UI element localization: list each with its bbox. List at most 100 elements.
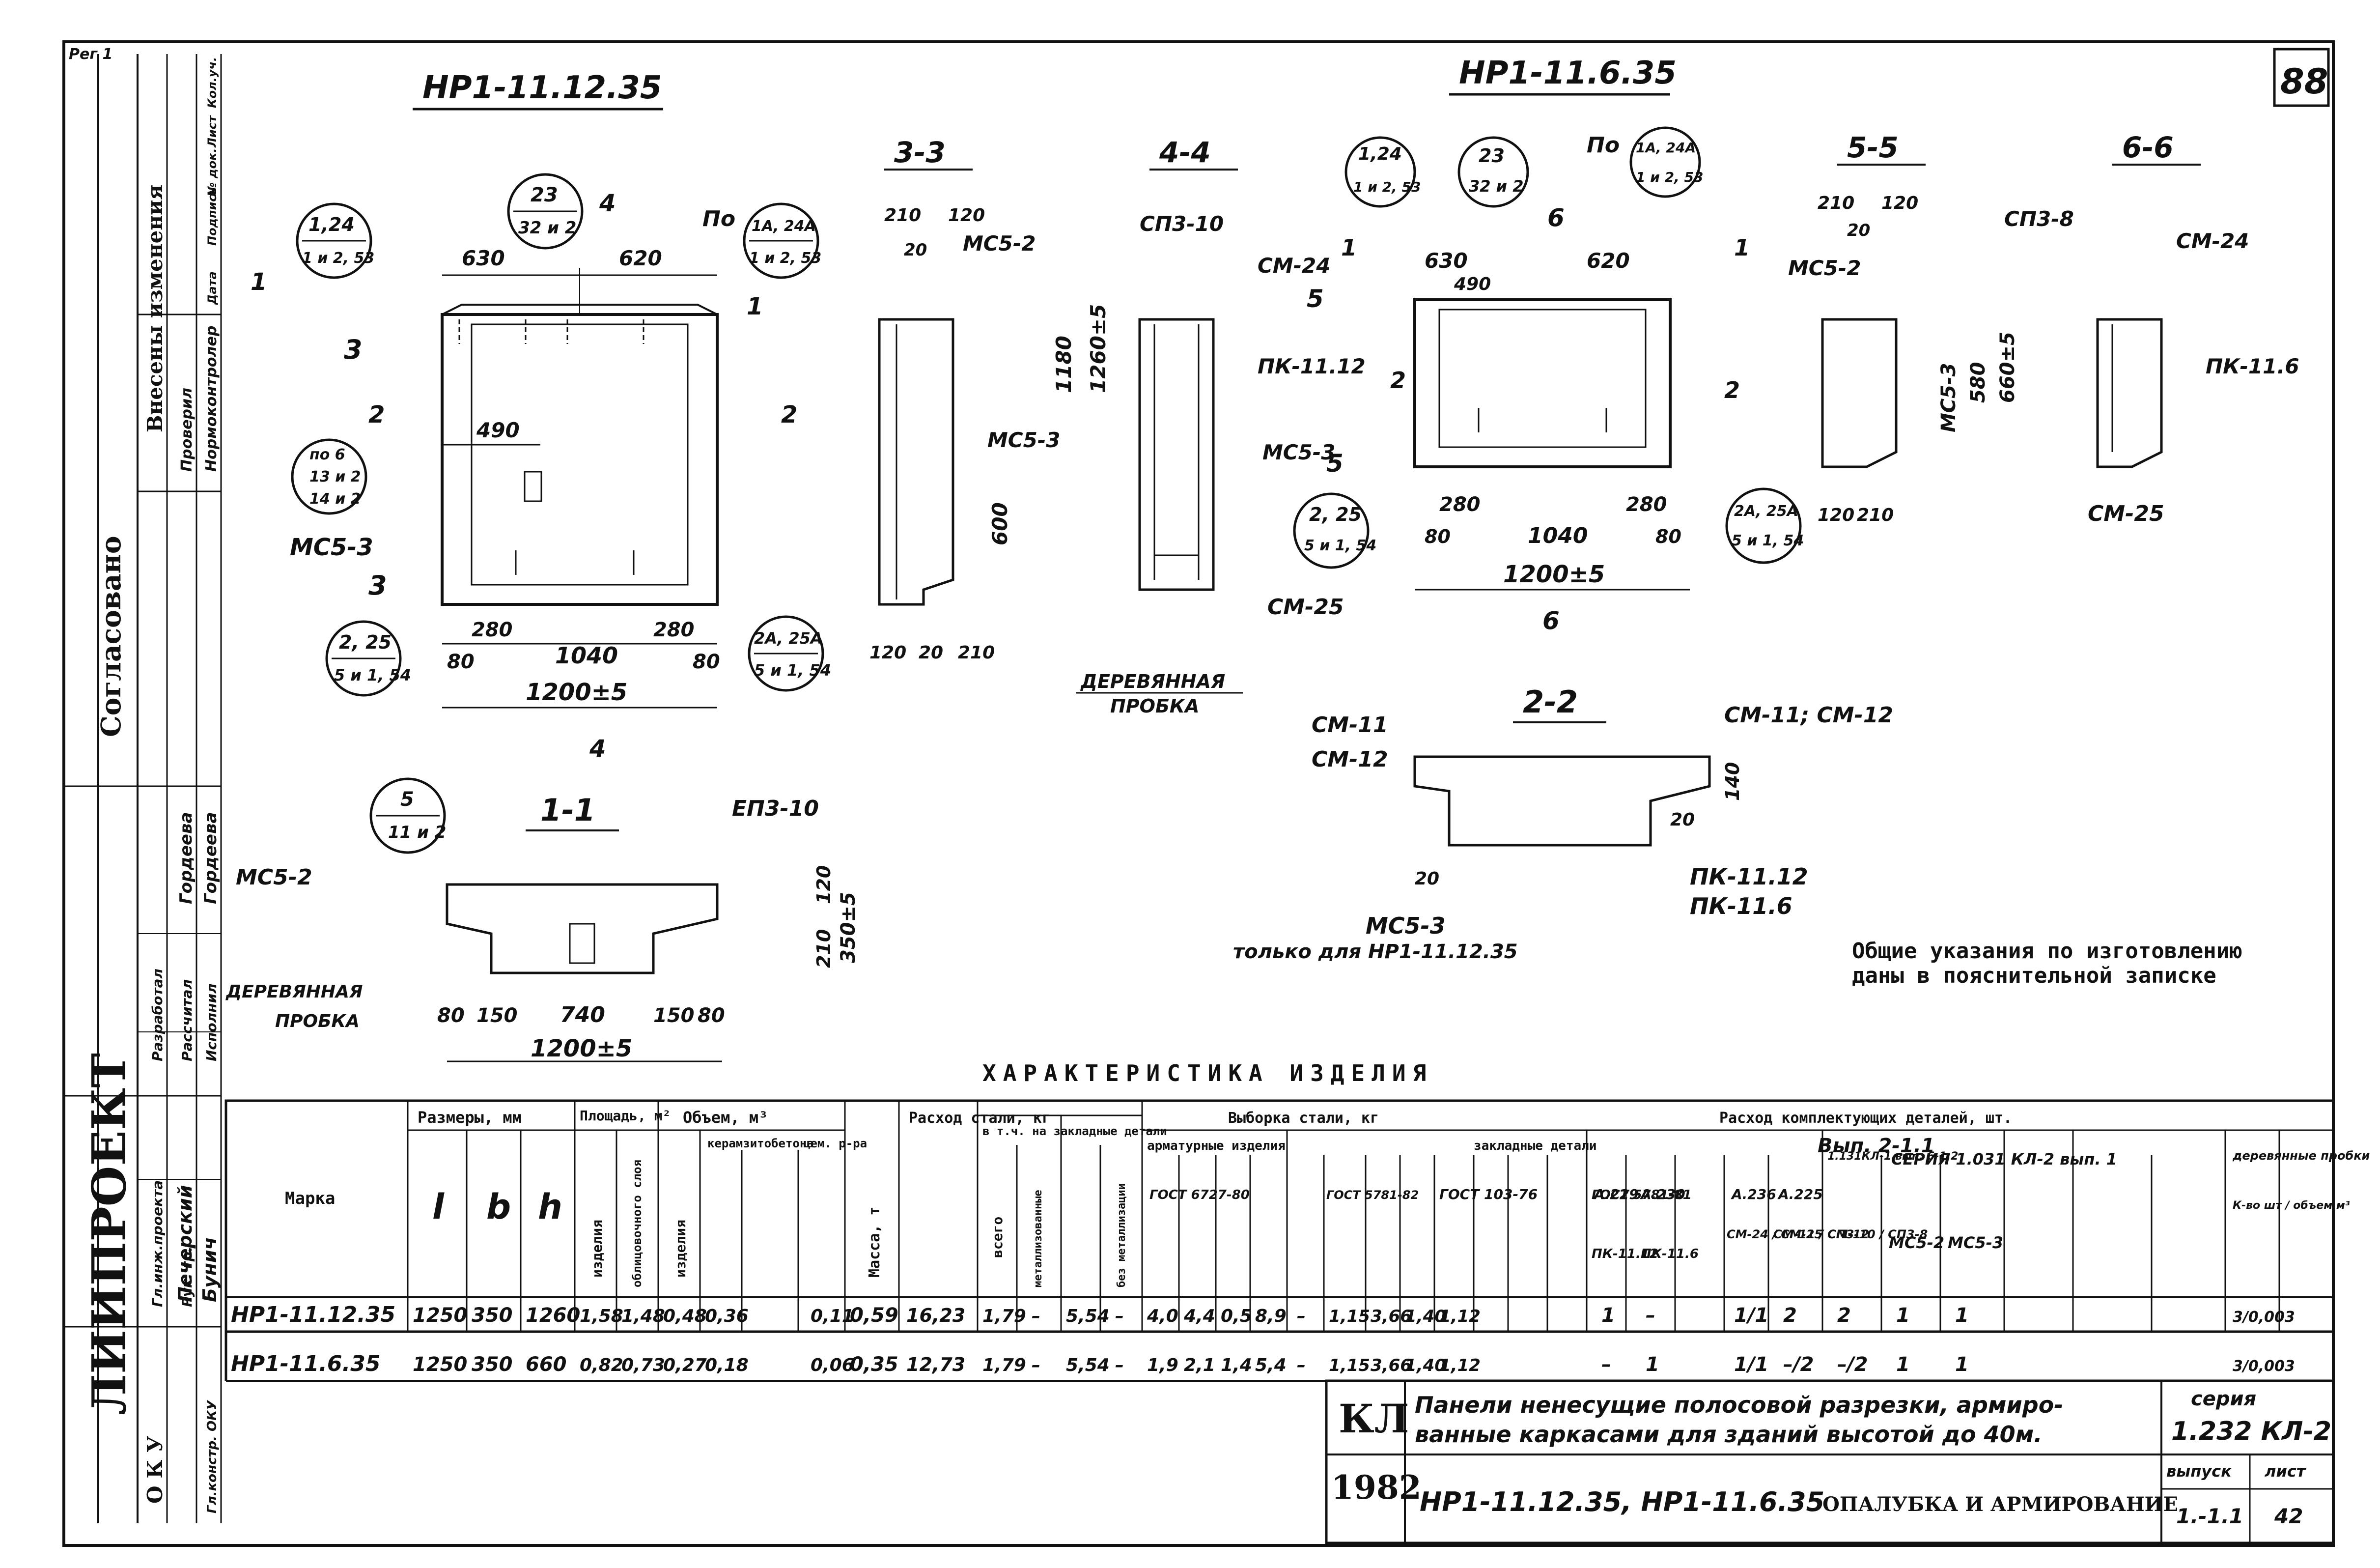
cell-a2: 2,1 [1184, 1355, 1215, 1375]
th-mc52: МС5-2 [1889, 1233, 1944, 1252]
cell-z3: 3,66 [1371, 1356, 1412, 1375]
callout-225-left-b: 5 и 1, 54 [334, 666, 411, 684]
cell-k1: 1 [1601, 1304, 1615, 1327]
sidebar-role-4: Рассчитал [179, 979, 195, 1061]
title-year: 1982 [1331, 1468, 1422, 1507]
dim-20-55: 20 [1847, 221, 1870, 240]
th-b: b [486, 1187, 511, 1227]
th-sm1112: СМ-11 / СМ-12 [1773, 1227, 1869, 1241]
dim-1200-left: 1200±5 [526, 679, 627, 706]
sidebar-normcontrol: Нормоконтролер [203, 326, 220, 472]
cell-l: 1250 [413, 1353, 467, 1376]
sidebar-role-5: Исполнил [203, 983, 220, 1061]
th-seria: СЕРИЯ 1.031 КЛ-2 вып. 1 [1891, 1150, 2117, 1169]
cell-k4: 2 [1783, 1304, 1797, 1327]
dim-210-33b: 210 [958, 643, 995, 663]
cell-k7: 1 [1955, 1353, 1969, 1376]
label-probka-11b: ПРОБКА [275, 1011, 360, 1031]
cell-b: 350 [472, 1304, 513, 1327]
th-gost3: ГОСТ 103-76 [1439, 1186, 1538, 1202]
general-note-2: даны в пояснительной записке [1852, 963, 2216, 988]
cut-1-r-left: 1 [1341, 234, 1357, 261]
cut-4-top: 4 [599, 190, 616, 217]
cell-z3: 3,66 [1371, 1307, 1412, 1326]
dim-150-11b: 150 [653, 1004, 695, 1027]
label-sm12-22: СМ-12 [1312, 747, 1388, 772]
sidebar-podpis: Подпись [205, 187, 219, 246]
panel-outline [441, 313, 719, 606]
cell-bp: 5,54 [1066, 1355, 1110, 1375]
cell-po: 1,48 [621, 1306, 665, 1326]
cell-z2: 1,15 [1329, 1307, 1370, 1326]
cell-k8: 3/0,003 [2233, 1309, 2295, 1326]
cell-b: 350 [472, 1353, 513, 1376]
sidebar-name-4: Гордеева [201, 812, 221, 904]
cell-l: 1250 [413, 1304, 467, 1327]
cell-k3: 1/1 [1734, 1304, 1768, 1327]
title-vypusk-label: выпуск [2166, 1462, 2232, 1481]
dim-80-11b: 80 [698, 1004, 725, 1027]
th-razmery: Размеры, мм [418, 1108, 522, 1127]
label-mc53-22: МС5-3 [1366, 912, 1446, 939]
th-marka: Марка [285, 1189, 335, 1208]
sidebar-changes: Внесены изменения [143, 185, 167, 432]
title-seria: 1.232 КЛ-2 [2171, 1417, 2331, 1446]
characteristics-table: ХАРАКТЕРИСТИКА ИЗДЕЛИЯ [224, 1060, 2370, 1382]
dim-80-11a: 80 [437, 1004, 465, 1027]
sidebar-stamp: ЛИИПРОЕКТ Согласовано Внесены изменения … [64, 54, 222, 1523]
section-title-66: 6-6 [2122, 131, 2174, 164]
dim-1040-r: 1040 [1528, 523, 1588, 548]
title-subtitle: НР1-11.12.35, НР1-11.6.35 [1420, 1486, 1824, 1517]
dim-120-55: 120 [1881, 193, 1918, 213]
page-number: 88 [2280, 61, 2328, 102]
th-pk116: ПК-11.6 [1641, 1247, 1699, 1261]
th-vsego: всего [989, 1217, 1006, 1258]
dim-600: 600 [988, 502, 1012, 545]
cut-2-r-right: 2 [1724, 377, 1740, 403]
th-obem: Объем, м³ [683, 1108, 768, 1127]
cell-z4: 1,40 [1405, 1356, 1446, 1375]
section-4-4: 4-4 СП3-10 СМ-24 ПК-11.12 СМ-25 МС5-3 [1138, 136, 1366, 620]
dim-80-r-a: 80 [1425, 526, 1451, 547]
cell-a1: 4,0 [1147, 1306, 1178, 1326]
callout-225-right: 2, 25 [1309, 504, 1362, 525]
th-oblic: облицовочного слоя [630, 1160, 644, 1287]
section-3-3: 3-3 210 120 20 МС5-2 1180 1260±5 МС5-3 6… [869, 136, 1243, 717]
rev-mark: Рег 1 [69, 46, 112, 63]
callout-1a-left: 1А, 24А [752, 218, 816, 235]
callout-po6-a: по 6 [309, 446, 345, 463]
label-mc53-55: МС5-3 [1937, 363, 1960, 432]
title-kl: КЛ [1339, 1396, 1409, 1442]
cell-z4: 1,40 [1405, 1307, 1446, 1326]
cut-5-bottom: 5 [1326, 449, 1344, 478]
cell-vi: 0,27 [663, 1355, 707, 1375]
label-po-right: По [1587, 133, 1620, 158]
sidebar-coord: Согласовано [95, 536, 127, 737]
label-mc53-left: МС5-3 [290, 534, 373, 561]
label-pk116-22: ПК-11.6 [1690, 893, 1792, 919]
callout-124-left: 1,24 [308, 214, 355, 235]
callout-2a-right-b: 5 и 1, 54 [1732, 532, 1804, 549]
cell-a1: 1,9 [1147, 1355, 1178, 1375]
label-probka-b: ПРОБКА [1110, 695, 1199, 717]
sidebar-data: Дата [205, 271, 219, 305]
th-bezmet: без металлизации [1116, 1183, 1128, 1287]
cell-pi: 1,58 [580, 1306, 623, 1326]
section-title-55: 5-5 [1847, 131, 1899, 164]
section-title-22: 2-2 [1523, 684, 1578, 720]
dim-620: 620 [619, 246, 662, 270]
th-l: l [432, 1187, 445, 1227]
label-sm24-44: СМ-24 [1258, 254, 1331, 278]
dim-80-b: 80 [693, 651, 720, 673]
view-title-left: НР1-11.12.35 [422, 70, 662, 106]
dim-490: 490 [476, 418, 520, 442]
dim-630: 630 [462, 246, 505, 270]
th-metall: металлизованные [1032, 1190, 1044, 1287]
cell-ms: – [1032, 1306, 1040, 1326]
title-line-1: Панели ненесущие полосовой разрезки, арм… [1415, 1392, 2063, 1418]
dim-150-11a: 150 [476, 1004, 518, 1027]
sidebar-oku: О К У [143, 1436, 167, 1504]
th-vtch: в т.ч. на закладные детали [982, 1124, 1167, 1138]
table-row: НР1-11.6.35 1250 350 660 0,82 0,73 0,27 … [231, 1351, 2295, 1376]
